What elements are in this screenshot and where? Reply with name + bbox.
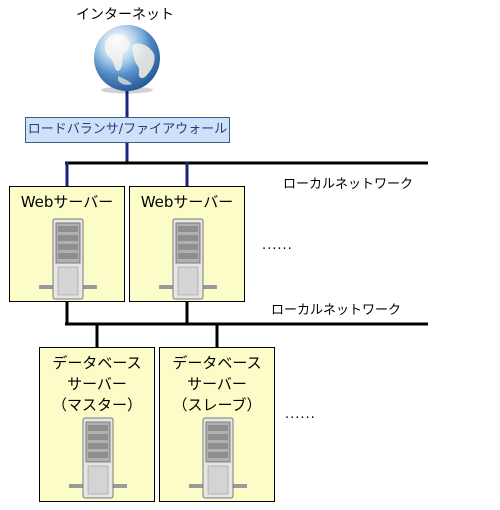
web-server-label: Webサーバー xyxy=(20,193,114,211)
web-server-box: Webサーバー xyxy=(129,186,245,302)
server-icon xyxy=(159,218,217,300)
local-network-label-2: ローカルネットワーク xyxy=(271,303,402,318)
server-icon xyxy=(39,218,97,300)
server-icon xyxy=(189,417,247,499)
db-master-box: データベース サーバー （マスター） xyxy=(39,347,155,502)
internet-label: インターネット xyxy=(76,7,174,23)
db-master-label: データベース サーバー （マスター） xyxy=(51,354,142,414)
globe-icon xyxy=(94,25,160,94)
db-slave-label: データベース サーバー （スレーブ） xyxy=(172,354,262,414)
web-server-box: Webサーバー xyxy=(9,186,125,302)
web-server-label: Webサーバー xyxy=(140,193,234,211)
more-web-servers-ellipsis: ...... xyxy=(262,238,293,253)
db-slave-box: データベース サーバー （スレーブ） xyxy=(159,347,275,502)
local-network-label-1: ローカルネットワーク xyxy=(283,177,414,192)
server-icon xyxy=(69,417,127,499)
more-db-servers-ellipsis: ...... xyxy=(285,407,316,422)
load-balancer-box: ロードバランサ/ファイアウォール xyxy=(25,117,230,143)
